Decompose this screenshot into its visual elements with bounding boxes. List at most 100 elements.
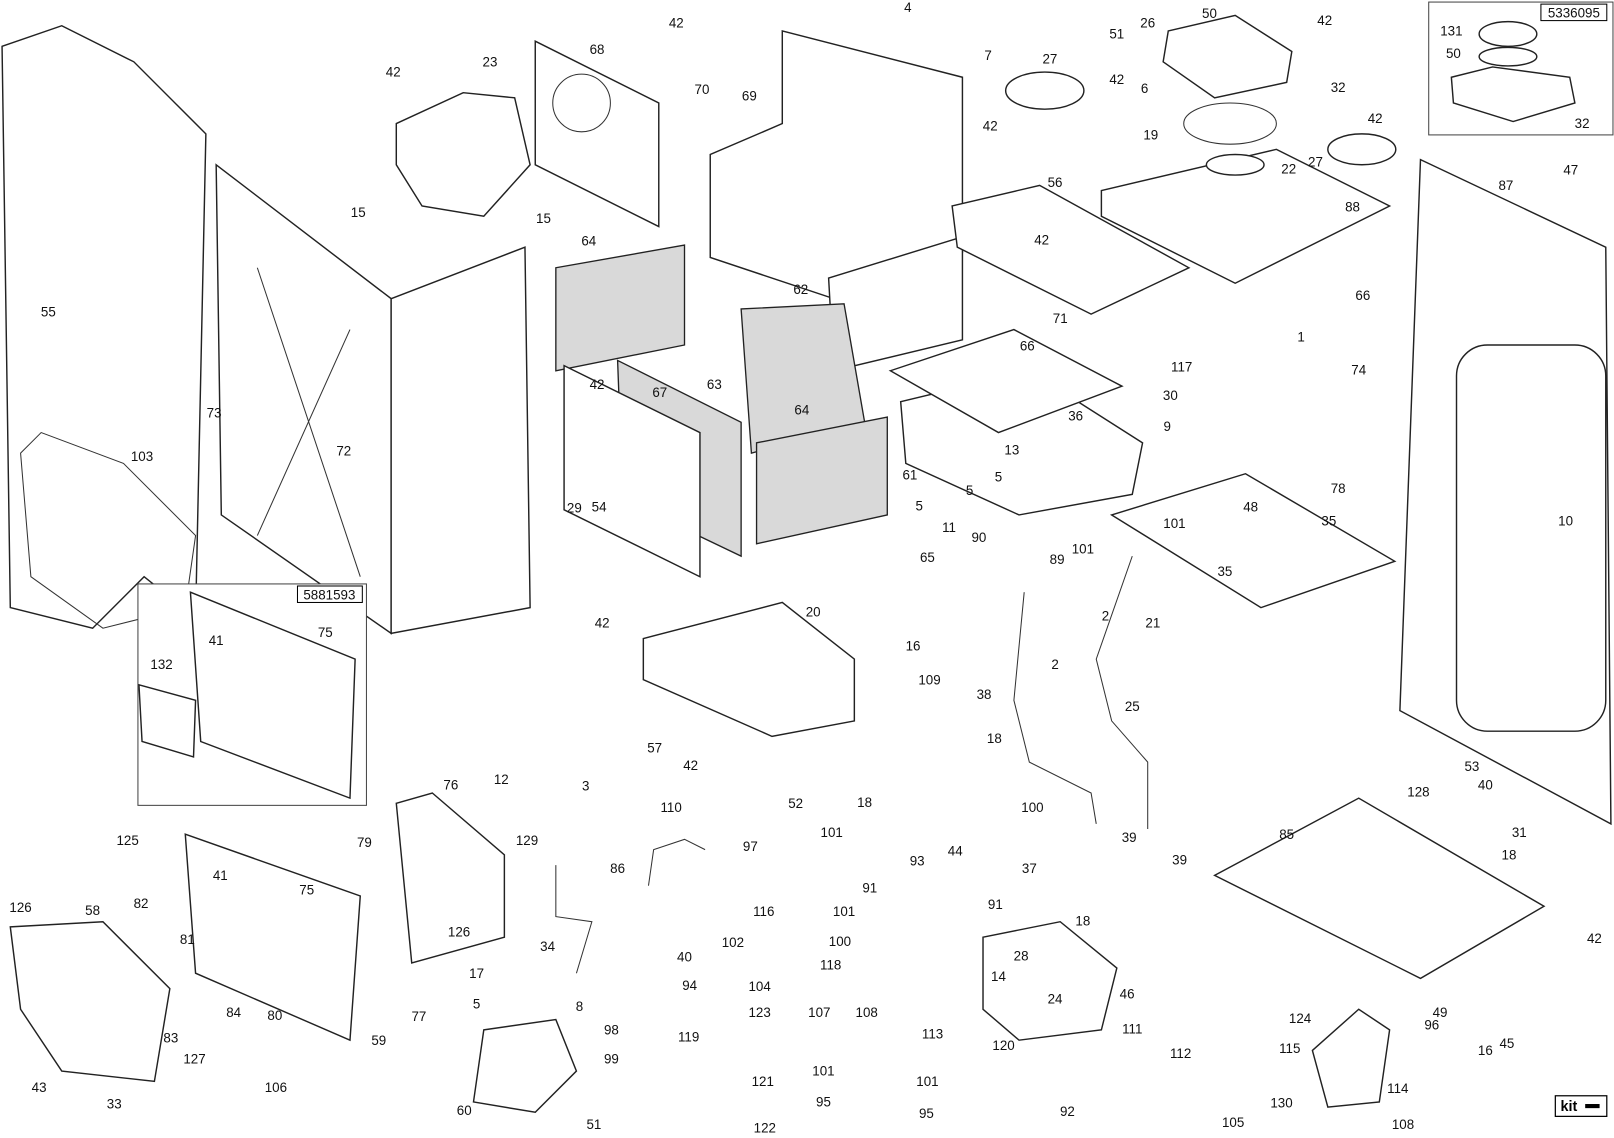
callout-part-75: 75 bbox=[299, 882, 314, 897]
callout-part-132: 132 bbox=[150, 657, 172, 672]
callout-part-100: 100 bbox=[1021, 800, 1043, 815]
control-panel-75 bbox=[184, 833, 362, 1042]
side-panel-72 bbox=[215, 163, 392, 635]
front-cover-58 bbox=[9, 920, 171, 1083]
callout-part-22: 22 bbox=[1281, 162, 1296, 177]
callout-part-10: 10 bbox=[1558, 514, 1573, 529]
callout-part-113: 113 bbox=[922, 1027, 943, 1042]
ring-22 bbox=[1205, 153, 1265, 176]
callout-part-45: 45 bbox=[1500, 1036, 1515, 1051]
gas-valve-60 bbox=[472, 1018, 578, 1114]
callout-part-36: 36 bbox=[1068, 409, 1083, 424]
callout-part-99: 99 bbox=[604, 1051, 619, 1066]
callout-part-44: 44 bbox=[948, 843, 963, 858]
callout-part-109: 109 bbox=[918, 672, 940, 687]
callout-part-42: 42 bbox=[1368, 111, 1383, 126]
callout-part-129: 129 bbox=[516, 833, 538, 848]
callout-part-53: 53 bbox=[1465, 759, 1480, 774]
callout-part-125: 125 bbox=[116, 833, 138, 848]
callout-part-64: 64 bbox=[581, 234, 596, 249]
callout-part-66: 66 bbox=[1355, 288, 1370, 303]
callout-part-31: 31 bbox=[1512, 825, 1527, 840]
callout-part-95: 95 bbox=[816, 1095, 831, 1110]
callout-part-81: 81 bbox=[180, 932, 195, 947]
callout-part-37: 37 bbox=[1022, 861, 1037, 876]
callout-part-58: 58 bbox=[85, 903, 100, 918]
callout-part-63: 63 bbox=[707, 377, 722, 392]
callout-part-25: 25 bbox=[1125, 699, 1140, 714]
callout-part-121: 121 bbox=[752, 1074, 774, 1089]
callout-part-35: 35 bbox=[1217, 564, 1232, 579]
callout-part-108: 108 bbox=[1392, 1117, 1414, 1132]
callout-part-69: 69 bbox=[742, 88, 757, 103]
callout-part-12: 12 bbox=[494, 772, 509, 787]
callout-part-24: 24 bbox=[1048, 992, 1063, 1007]
callout-part-32: 32 bbox=[1331, 80, 1346, 95]
callout-part-127: 127 bbox=[183, 1051, 205, 1066]
callout-part-42: 42 bbox=[1317, 13, 1332, 28]
x-brace-72 bbox=[256, 267, 361, 577]
callout-part-42: 42 bbox=[1034, 233, 1049, 248]
kit-legend-label: kit bbox=[1560, 1099, 1577, 1115]
inset-cap-131 bbox=[1478, 20, 1538, 48]
callout-part-19: 19 bbox=[1143, 128, 1158, 143]
inset-code-box-top bbox=[1540, 3, 1608, 22]
callout-part-46: 46 bbox=[1120, 986, 1135, 1001]
callout-part-126: 126 bbox=[9, 900, 31, 915]
pipe-38 bbox=[1013, 592, 1097, 824]
inset-gasket-50 bbox=[1478, 46, 1538, 67]
callout-part-48: 48 bbox=[1243, 499, 1258, 514]
frame-base bbox=[1109, 472, 1397, 609]
callout-part-14: 14 bbox=[991, 969, 1006, 984]
front-window-103 bbox=[20, 431, 197, 629]
callout-part-100: 100 bbox=[829, 934, 851, 949]
callout-part-55: 55 bbox=[41, 305, 56, 320]
callout-part-33: 33 bbox=[107, 1097, 122, 1112]
callout-part-70: 70 bbox=[695, 82, 710, 97]
pipe-34 bbox=[555, 865, 593, 974]
callout-part-18: 18 bbox=[987, 731, 1002, 746]
callout-part-42: 42 bbox=[1587, 931, 1602, 946]
callout-part-27: 27 bbox=[1042, 51, 1057, 66]
callout-part-1: 1 bbox=[1297, 329, 1304, 344]
callout-part-106: 106 bbox=[265, 1080, 287, 1095]
callout-part-7: 7 bbox=[984, 48, 991, 63]
callout-part-122: 122 bbox=[754, 1120, 776, 1135]
callout-part-98: 98 bbox=[604, 1022, 619, 1037]
callout-part-2: 2 bbox=[1102, 608, 1109, 623]
callout-part-94: 94 bbox=[682, 978, 697, 993]
callout-part-86: 86 bbox=[610, 861, 625, 876]
callout-part-79: 79 bbox=[357, 835, 372, 850]
callout-part-68: 68 bbox=[590, 42, 605, 57]
rear-plate-67 bbox=[563, 364, 701, 578]
callout-part-71: 71 bbox=[1053, 311, 1068, 326]
callout-part-102: 102 bbox=[722, 935, 744, 950]
flex-pipe-86 bbox=[647, 838, 706, 886]
callout-part-88: 88 bbox=[1345, 200, 1360, 215]
callout-part-27: 27 bbox=[1308, 154, 1323, 169]
flue-outlet-32 bbox=[1162, 14, 1293, 99]
callout-part-59: 59 bbox=[371, 1033, 386, 1048]
grid-71 bbox=[888, 328, 1124, 434]
callout-part-90: 90 bbox=[971, 530, 986, 545]
inset-box-top bbox=[1428, 1, 1614, 136]
callout-part-104: 104 bbox=[748, 979, 771, 994]
callout-part-13: 13 bbox=[1004, 443, 1019, 458]
combustion-chamber-69 bbox=[709, 29, 964, 300]
callout-part-41: 41 bbox=[213, 868, 228, 883]
side-panel-72-right bbox=[390, 246, 531, 635]
callout-part-6: 6 bbox=[1141, 81, 1148, 96]
callout-part-5: 5 bbox=[966, 483, 973, 498]
callout-part-92: 92 bbox=[1060, 1104, 1075, 1119]
kit-legend-dash bbox=[1585, 1104, 1600, 1109]
kit-legend-box bbox=[1554, 1095, 1608, 1117]
callout-part-28: 28 bbox=[1014, 948, 1029, 963]
callout-part-32: 32 bbox=[1575, 116, 1590, 131]
callout-part-35: 35 bbox=[1321, 514, 1336, 529]
callout-part-131: 131 bbox=[1440, 24, 1462, 39]
callout-part-5: 5 bbox=[915, 498, 922, 513]
callout-part-9: 9 bbox=[1164, 419, 1171, 434]
pump-24 bbox=[982, 920, 1118, 1041]
